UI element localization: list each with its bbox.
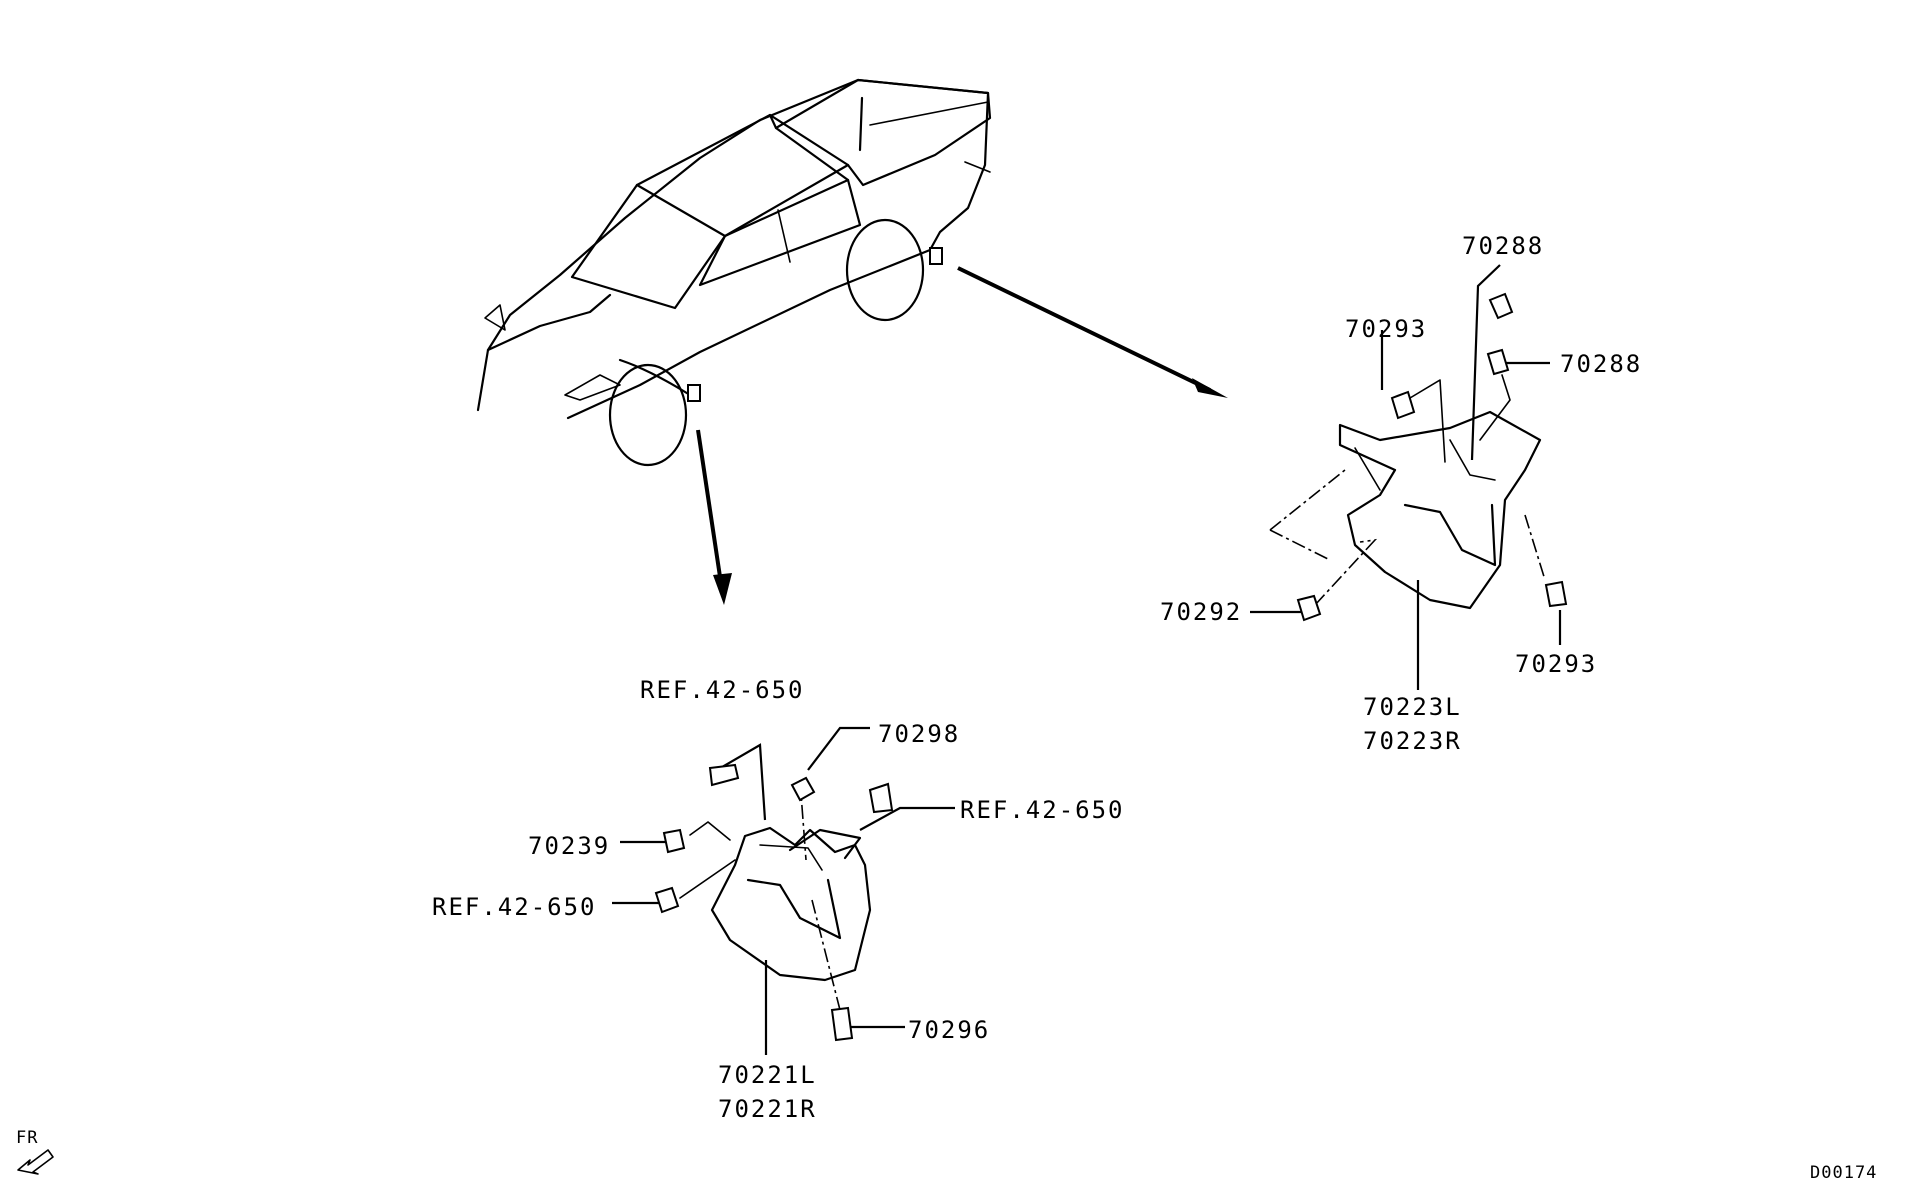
label-70293-bottom: 70293	[1515, 650, 1597, 678]
label-70292: 70292	[1160, 598, 1242, 626]
label-70223r: 70223R	[1363, 727, 1462, 755]
label-70221r: 70221R	[718, 1095, 817, 1123]
label-ref-left: REF.42-650	[432, 893, 597, 921]
front-labels: REF.42-650 70298 REF.42-650 70239 REF.42…	[432, 676, 1125, 1123]
label-ref-top: REF.42-650	[640, 676, 805, 704]
nut-70288-top-icon	[1488, 292, 1514, 320]
pointer-arrows	[696, 266, 1228, 605]
label-70296: 70296	[908, 1016, 990, 1044]
leader-70298	[807, 726, 870, 771]
leader-70288-top	[1470, 264, 1501, 461]
rear-mudguard-assembly	[1250, 264, 1568, 690]
label-ref-right: REF.42-650	[960, 796, 1125, 824]
bolt-70239-icon	[662, 828, 686, 854]
leader-ref-top	[716, 743, 767, 821]
label-70288-right: 70288	[1560, 350, 1642, 378]
label-70239: 70239	[528, 832, 610, 860]
bolt-70293-top-icon	[1390, 390, 1416, 420]
nut-70288-right-icon	[1486, 348, 1510, 376]
label-70288-top: 70288	[1462, 232, 1544, 260]
clip-ref-top-icon	[708, 763, 740, 787]
direction-arrow-icon	[17, 1149, 54, 1175]
screw-70296-icon	[830, 1006, 854, 1042]
bolt-70292-icon	[1296, 594, 1322, 622]
grommet-ref-right-icon	[868, 782, 894, 814]
leader-ref-right	[859, 806, 955, 831]
fr-label: FR	[16, 1128, 38, 1148]
bolt-70293-bottom-icon	[1544, 580, 1568, 608]
label-70223l: 70223L	[1363, 693, 1462, 721]
diagram-id: D00174	[1810, 1163, 1877, 1183]
pickup-truck-illustration	[476, 78, 992, 467]
rear-labels: 70288 70293 70288 70292 70293 70223L 702…	[1160, 232, 1642, 755]
label-70221l: 70221L	[718, 1061, 817, 1089]
nut-70298-icon	[790, 776, 816, 802]
label-70298: 70298	[878, 720, 960, 748]
front-mudguard-assembly	[612, 726, 955, 1055]
label-70293-top: 70293	[1345, 315, 1427, 343]
clip-ref-left-icon	[654, 886, 680, 914]
front-direction-marker: FR	[16, 1128, 54, 1175]
